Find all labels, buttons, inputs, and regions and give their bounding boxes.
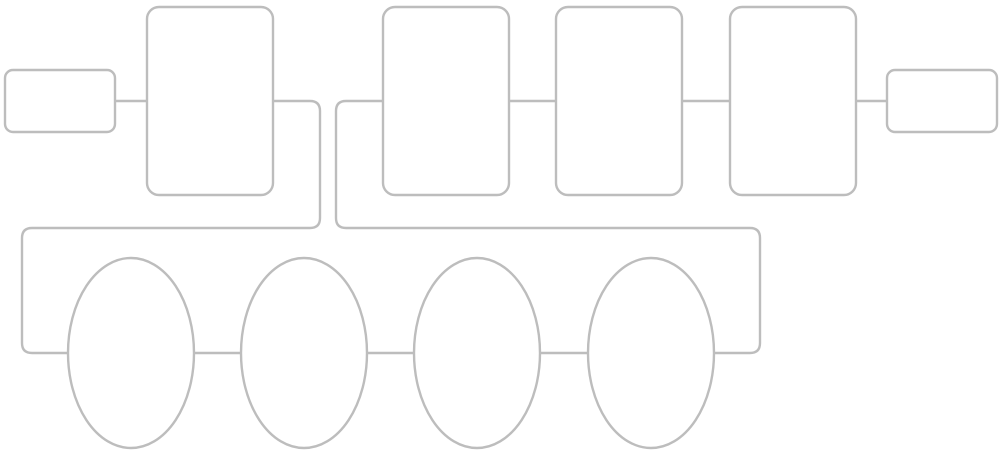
node-step-2: [381, 5, 511, 197]
node-end: [885, 68, 999, 134]
node-step-1: [145, 5, 275, 197]
node-step-4: [728, 5, 858, 197]
nodes-layer: [3, 5, 999, 450]
connector-step-1-to-ellipse-1: [20, 99, 322, 355]
node-start: [3, 68, 117, 134]
node-ellipse-2: [239, 256, 369, 450]
node-step-3: [554, 5, 684, 197]
node-ellipse-3: [412, 256, 542, 450]
node-ellipse-4: [586, 256, 716, 450]
connector-ellipse-4-to-step-2: [334, 99, 762, 355]
node-ellipse-1: [66, 256, 196, 450]
connectors-layer: [20, 99, 889, 355]
